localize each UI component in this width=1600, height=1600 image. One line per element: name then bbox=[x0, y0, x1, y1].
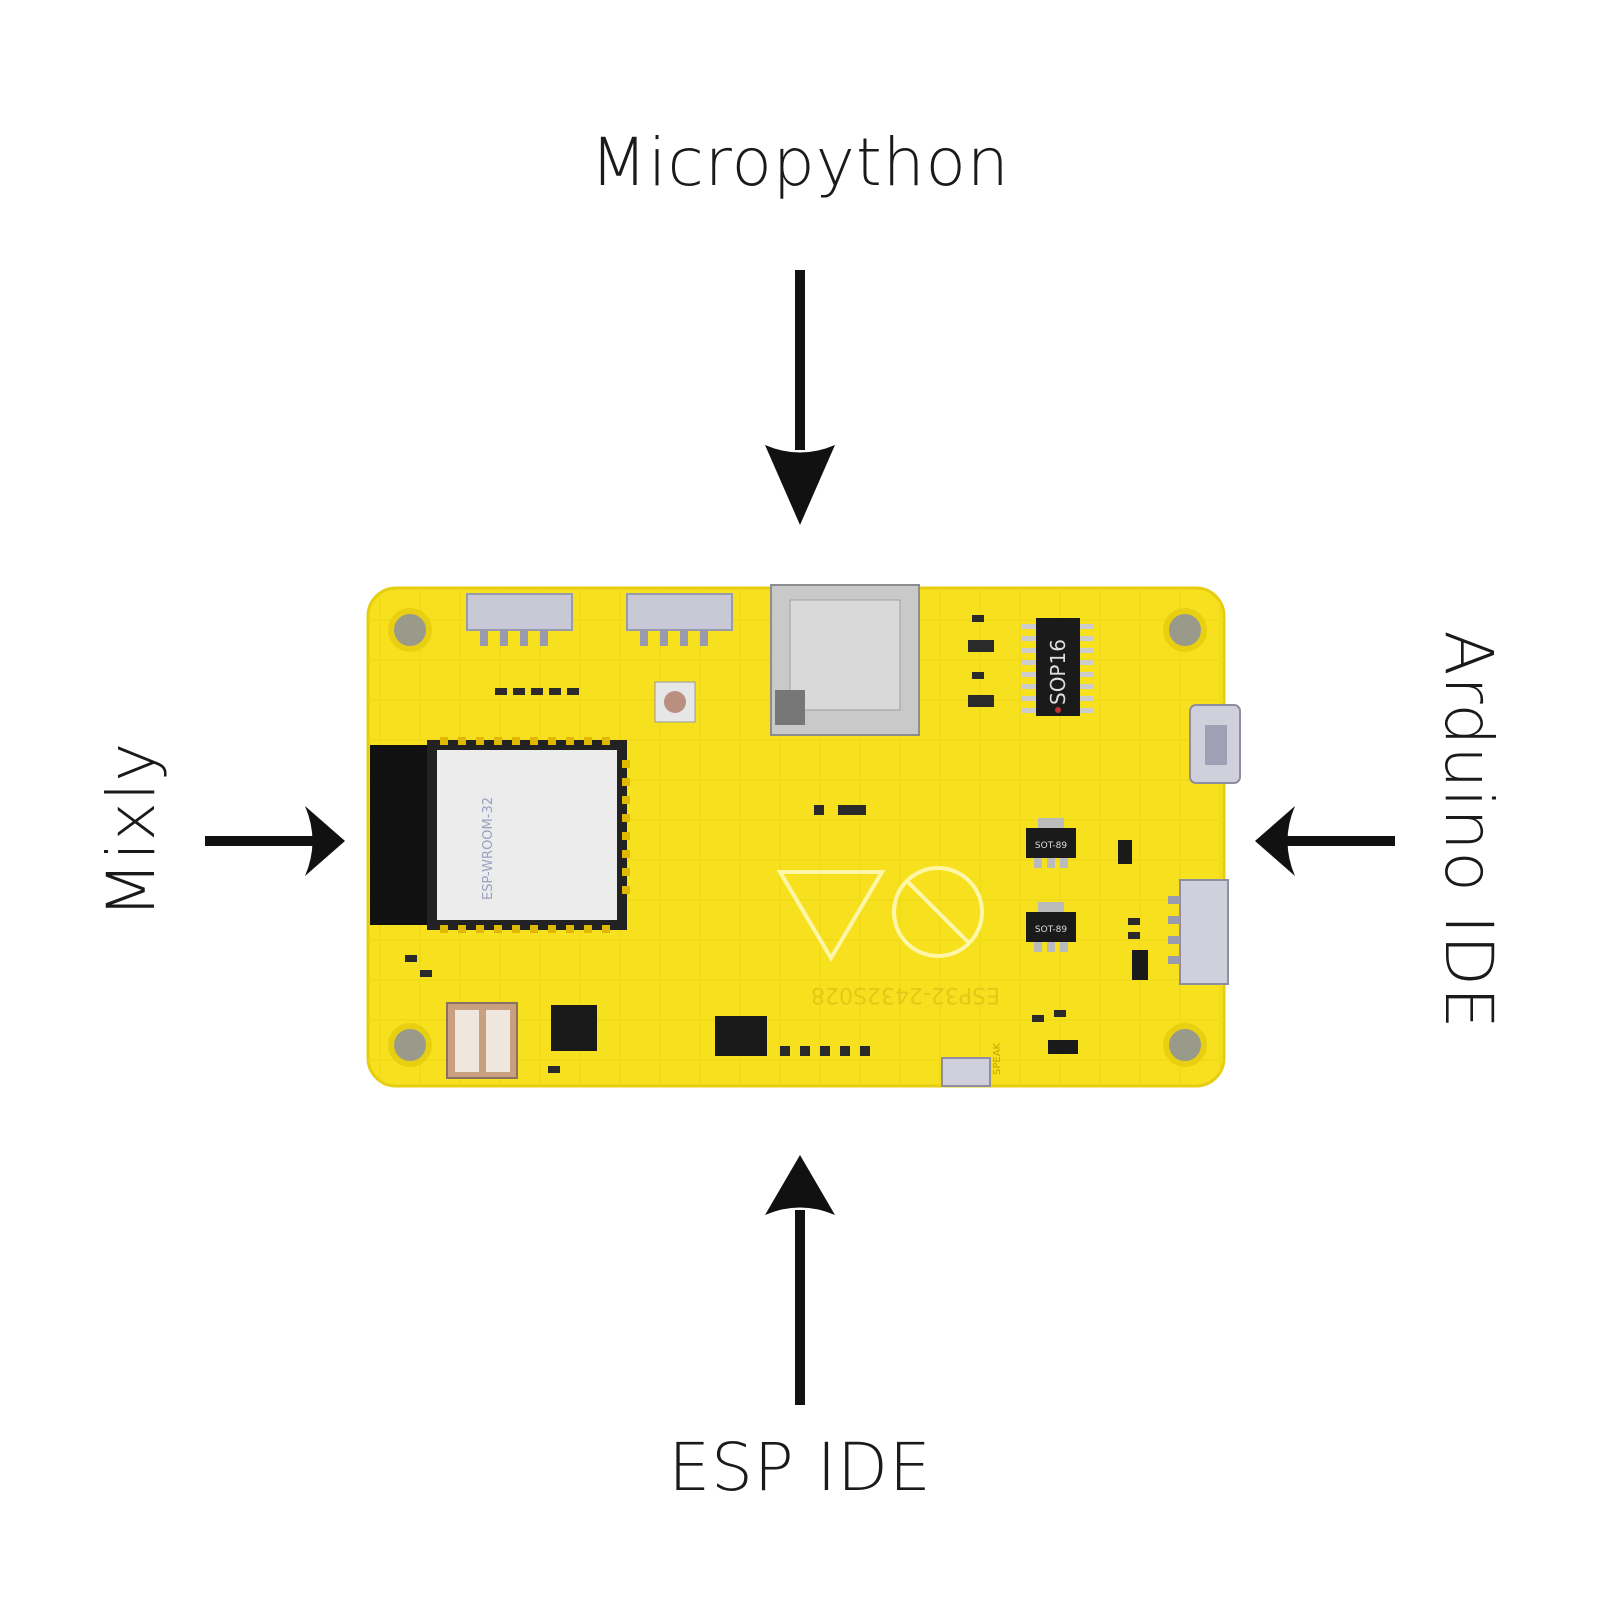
label-micropython: Micropython bbox=[590, 124, 1010, 201]
label-esp-ide: ESP IDE bbox=[668, 1429, 932, 1506]
connector-icon bbox=[466, 593, 733, 646]
sd-card-slot-icon bbox=[770, 584, 920, 736]
component-icon bbox=[446, 840, 1148, 1087]
model-label: ESP32-2432S028 bbox=[811, 982, 1000, 1007]
smd-components bbox=[405, 615, 1140, 1073]
label-mixly: Mixly bbox=[93, 741, 170, 919]
speaker-label: SPEAK bbox=[992, 1042, 1003, 1075]
mounting-hole-icon bbox=[388, 608, 1207, 1067]
regulator-label-2: SOT-89 bbox=[1035, 925, 1067, 935]
arrow-down-icon bbox=[765, 270, 835, 525]
rgb-led-icon bbox=[654, 681, 696, 723]
esp-module: ESP-WROOM-32 bbox=[370, 737, 630, 933]
arrow-right-icon bbox=[205, 806, 345, 876]
pcb-board: ESP-WROOM-32 bbox=[366, 584, 1241, 1088]
regulator-label: SOT-89 bbox=[1035, 841, 1067, 851]
label-arduino-ide: Arduino IDE bbox=[1430, 630, 1507, 1030]
module-label: ESP-WROOM-32 bbox=[481, 797, 496, 900]
arrow-left-icon bbox=[1255, 806, 1395, 876]
certification-mark-icon bbox=[776, 866, 984, 962]
chip-label: SOP16 bbox=[1046, 639, 1070, 705]
side-connector-icon bbox=[1168, 879, 1229, 985]
arrow-up-icon bbox=[765, 1155, 835, 1405]
regulator-chip: SOT-89 SOT-89 bbox=[1026, 818, 1076, 952]
sop16-chip: SOP16 bbox=[1022, 618, 1094, 716]
usb-port-icon bbox=[1189, 704, 1241, 784]
